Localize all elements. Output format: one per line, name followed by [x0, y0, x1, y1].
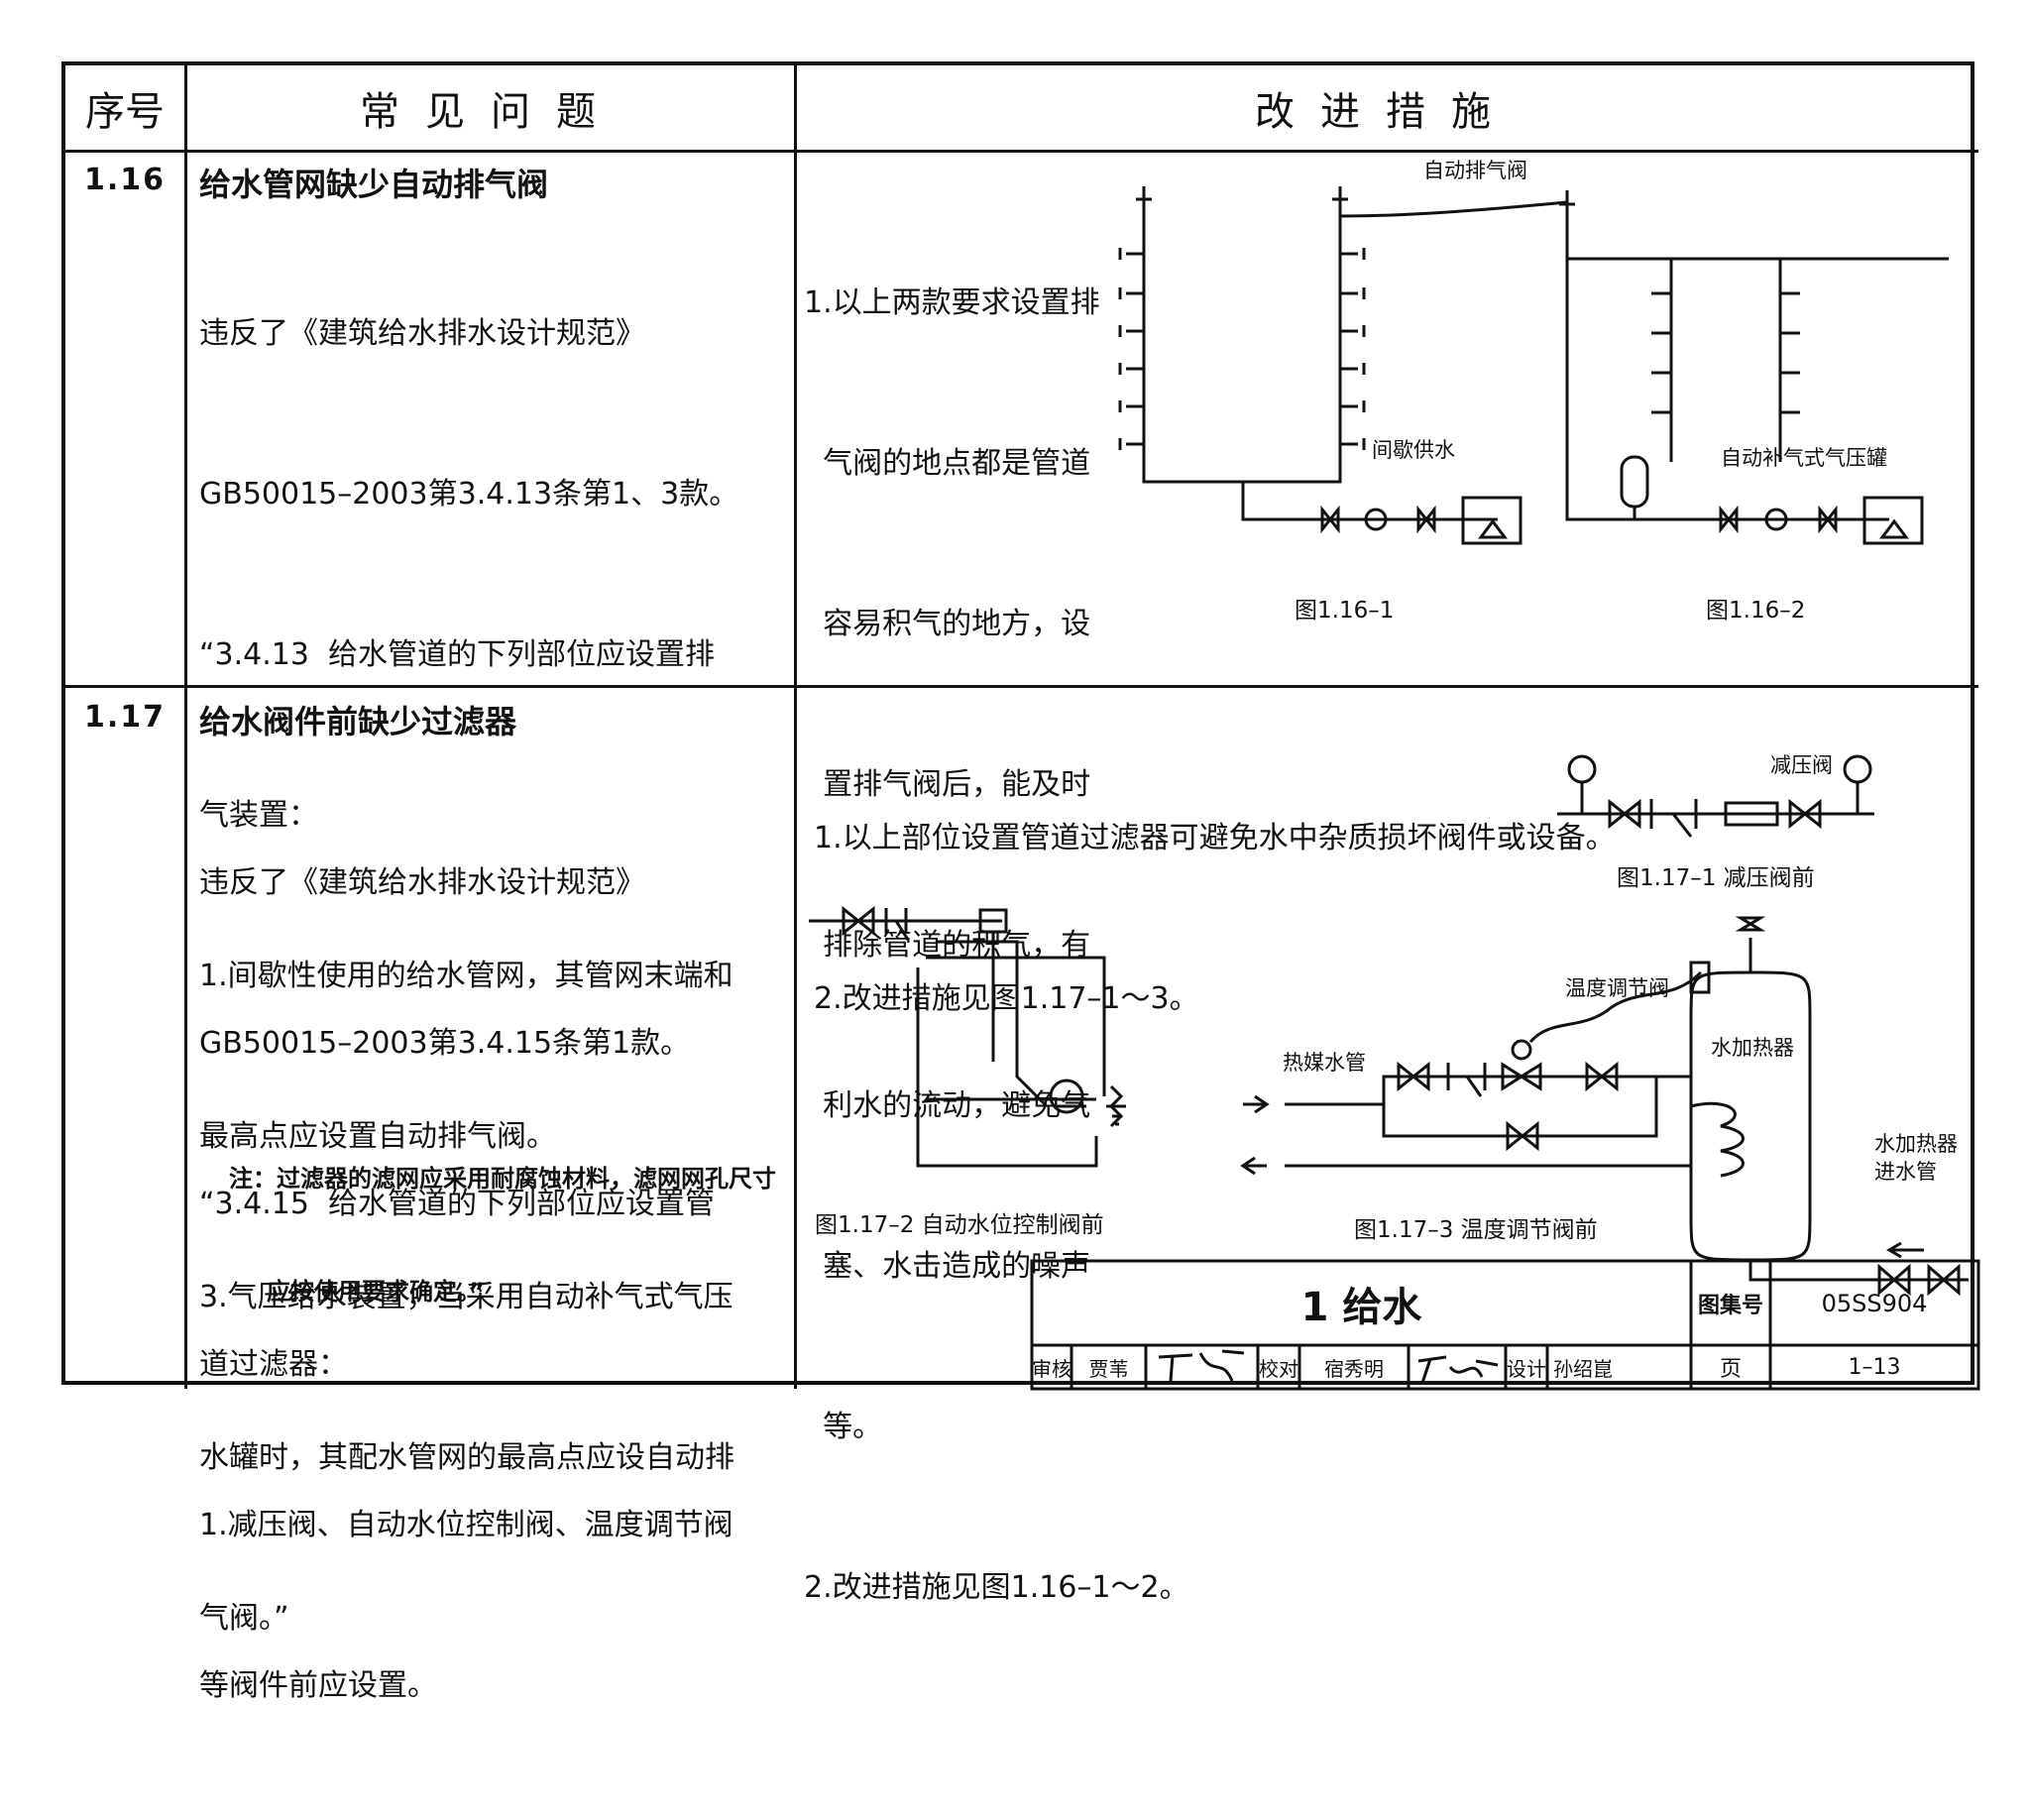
caption-1-17-3: 图1.17–3 温度调节阀前: [1354, 1217, 1598, 1243]
design-label: 设计: [1507, 1356, 1546, 1381]
label-heater: 水加热器: [1711, 1036, 1794, 1060]
label-intermittent: 间歇供水: [1372, 438, 1455, 462]
text-line: 等。: [804, 1410, 883, 1444]
atlas-label: 图集号: [1697, 1293, 1763, 1318]
problem-title: 给水阀件前缺少过滤器: [199, 703, 517, 740]
checker-name: 宿秀明: [1324, 1356, 1384, 1381]
text-line: 注：过滤器的滤网应采用耐腐蚀材料，滤网网孔尺寸: [229, 1165, 776, 1193]
text-line: 等阀件前应设置。: [199, 1668, 437, 1703]
page-number: 1–13: [1848, 1354, 1901, 1380]
column-divider: [184, 65, 187, 1389]
caption-1-17-1: 图1.17–1 减压阀前: [1617, 865, 1815, 891]
row-divider: [65, 150, 1978, 153]
caption-1-16-2: 图1.16–2: [1706, 598, 1806, 624]
designer-name: 孙绍崑: [1553, 1356, 1613, 1381]
page-label: 页: [1719, 1357, 1742, 1382]
text-line: 违反了《建筑给水排水设计规范》: [199, 316, 645, 351]
label-heat-media: 热媒水管: [1283, 1051, 1366, 1075]
signature-mark: [1417, 1355, 1499, 1384]
checker-signature: [1409, 1345, 1506, 1389]
problem-note: 注：过滤器的滤网应采用耐腐蚀材料，滤网网孔尺寸 应按使用要求确定。”: [229, 1084, 776, 1386]
text-line: 1.间歇性使用的给水管网，其管网末端和: [199, 959, 733, 993]
text-line: 3.气压给水装置，当采用自动补气式气压: [199, 1280, 733, 1314]
text-line: 最高点应设置自动排气阀。: [199, 1119, 556, 1154]
text-line: 道过滤器：: [199, 1347, 348, 1382]
text-line: 1.以上两款要求设置排: [804, 285, 1100, 320]
reviewer-signature: [1146, 1345, 1258, 1389]
text-line: 违反了《建筑给水排水设计规范》: [199, 865, 645, 900]
figure-1-17-diagram: [809, 754, 1969, 1297]
signature-mark: [1158, 1349, 1244, 1382]
label-heater-inlet: 水加热器: [1874, 1132, 1958, 1156]
text-line: “3.4.13 给水管道的下列部位应设置排: [199, 637, 716, 672]
text-line: 1.以上部位设置管道过滤器可避免水中杂质损坏阀件或设备。: [814, 821, 1616, 855]
text-line: 气装置：: [199, 798, 318, 833]
label-tank: 自动补气式气压罐: [1721, 446, 1887, 470]
text-line: 2.改进措施见图1.16–1～2。: [804, 1570, 1189, 1605]
text-line: GB50015–2003第3.4.15条第1款。: [199, 1026, 691, 1061]
row-number: 1.17: [83, 700, 167, 735]
label-auto-vent: 自动排气阀: [1423, 159, 1527, 182]
text-line: GB50015–2003第3.4.13条第1、3款。: [199, 477, 739, 512]
caption-1-17-2: 图1.17–2 自动水位控制阀前: [815, 1212, 1104, 1238]
atlas-number: 05SS904: [1821, 1289, 1928, 1317]
column-divider: [794, 65, 797, 1389]
measure-text: 1.以上部位设置管道过滤器可避免水中杂质损坏阀件或设备。 2.改进措施见图1.1…: [814, 705, 1616, 1133]
text-line: 1.减压阀、自动水位控制阀、温度调节阀: [199, 1508, 733, 1542]
title-block: 1 给水 图集号 05SS904 审核 贾苇 校对 宿秀明 设计 孙绍崑 页 1…: [1030, 1259, 1980, 1391]
review-label: 审核: [1032, 1356, 1071, 1381]
header-serial: 序号: [85, 88, 165, 135]
text-line: “3.4.15 给水管道的下列部位应设置管: [199, 1187, 716, 1221]
figure-1-16-diagram: [1118, 186, 1949, 545]
text-line: 置排气阀后，能及时: [804, 767, 1091, 802]
check-label: 校对: [1259, 1356, 1298, 1381]
problem-title: 给水管网缺少自动排气阀: [199, 166, 549, 203]
text-line: 2.改进措施见图1.17–1～3。: [814, 981, 1199, 1016]
drawing-sheet: 序号 常见问题 改进措施 1.16 给水管网缺少自动排气阀 违反了《建筑给水排水…: [61, 61, 1980, 1703]
title-block-grid: [1030, 1259, 1980, 1391]
text-line: 气阀的地点都是管道: [804, 446, 1091, 481]
text-line: 容易积气的地方，设: [804, 607, 1091, 641]
reviewer-name: 贾苇: [1088, 1356, 1129, 1381]
text-line: 塞、水击造成的噪声: [804, 1249, 1091, 1284]
row-number: 1.16: [83, 163, 167, 197]
label-temp-valve: 温度调节阀: [1565, 976, 1669, 1000]
header-problem: 常见问题: [360, 88, 621, 135]
row-divider: [65, 685, 1978, 688]
label-prv: 减压阀: [1770, 753, 1833, 777]
caption-1-16-1: 图1.16–1: [1295, 598, 1395, 624]
drawing-title: 1 给水: [1300, 1284, 1422, 1330]
text-line: 应按使用要求确定。”: [267, 1278, 485, 1306]
header-measure: 改进措施: [1255, 88, 1517, 135]
label-heater-inlet: 进水管: [1874, 1160, 1937, 1184]
